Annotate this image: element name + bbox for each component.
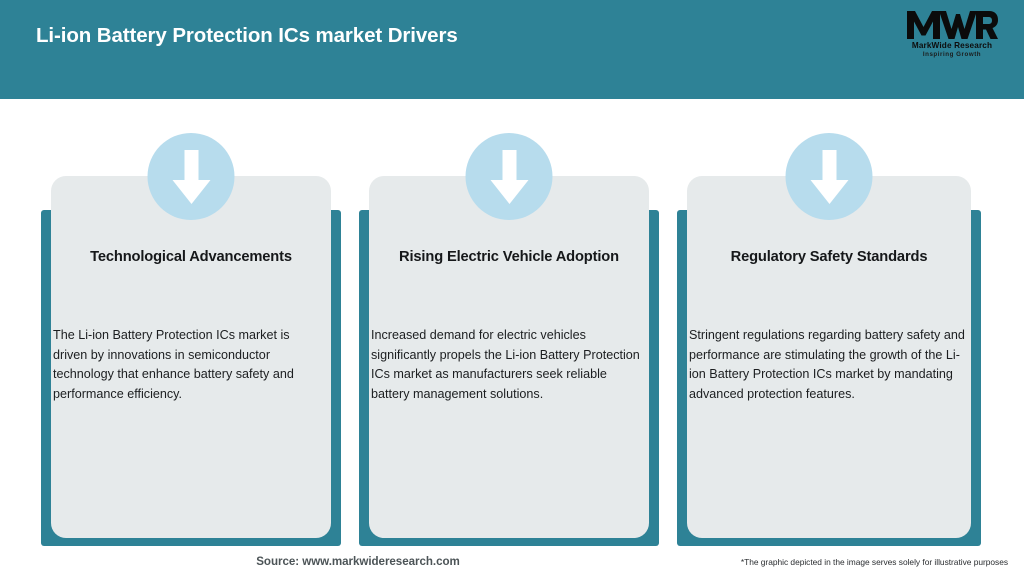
disclaimer-note: *The graphic depicted in the image serve…: [740, 557, 1008, 567]
card-title: Technological Advancements: [90, 249, 292, 265]
card-title: Rising Electric Vehicle Adoption: [399, 249, 619, 265]
down-arrow-icon: [172, 149, 210, 204]
down-arrow-icon: [490, 149, 528, 204]
logo-company-name: MarkWide Research: [911, 41, 993, 50]
card-surface: [51, 176, 331, 538]
down-arrow-icon: [810, 149, 848, 204]
card-surface: [369, 176, 649, 538]
card-badge-circle: [785, 133, 873, 220]
mwr-logomark-icon: [907, 11, 998, 39]
card-title: Regulatory Safety Standards: [730, 249, 928, 265]
card-surface: [687, 176, 971, 538]
source-label: Source: www.markwideresearch.com: [256, 555, 460, 568]
card-body-text: Increased demand for electric vehicles s…: [371, 328, 640, 401]
brand-logo: MarkWide Research Inspiring Growth: [898, 9, 1006, 61]
page-title: Li-ion Battery Protection ICs market Dri…: [36, 24, 458, 47]
header-bar: Li-ion Battery Protection ICs market Dri…: [0, 0, 1024, 99]
driver-card-2: Rising Electric Vehicle Adoption Increas…: [359, 133, 659, 546]
card-body-text: Stringent regulations regarding battery …: [689, 328, 965, 401]
logo-tagline: Inspiring Growth: [922, 51, 982, 58]
card-body-text: The Li-ion Battery Protection ICs market…: [53, 328, 294, 401]
card-badge-circle: [465, 133, 553, 220]
driver-card-1: Technological Advancements The Li-ion Ba…: [41, 133, 341, 546]
driver-card-3: Regulatory Safety Standards Stringent re…: [677, 133, 981, 546]
card-badge-circle: [147, 133, 235, 220]
